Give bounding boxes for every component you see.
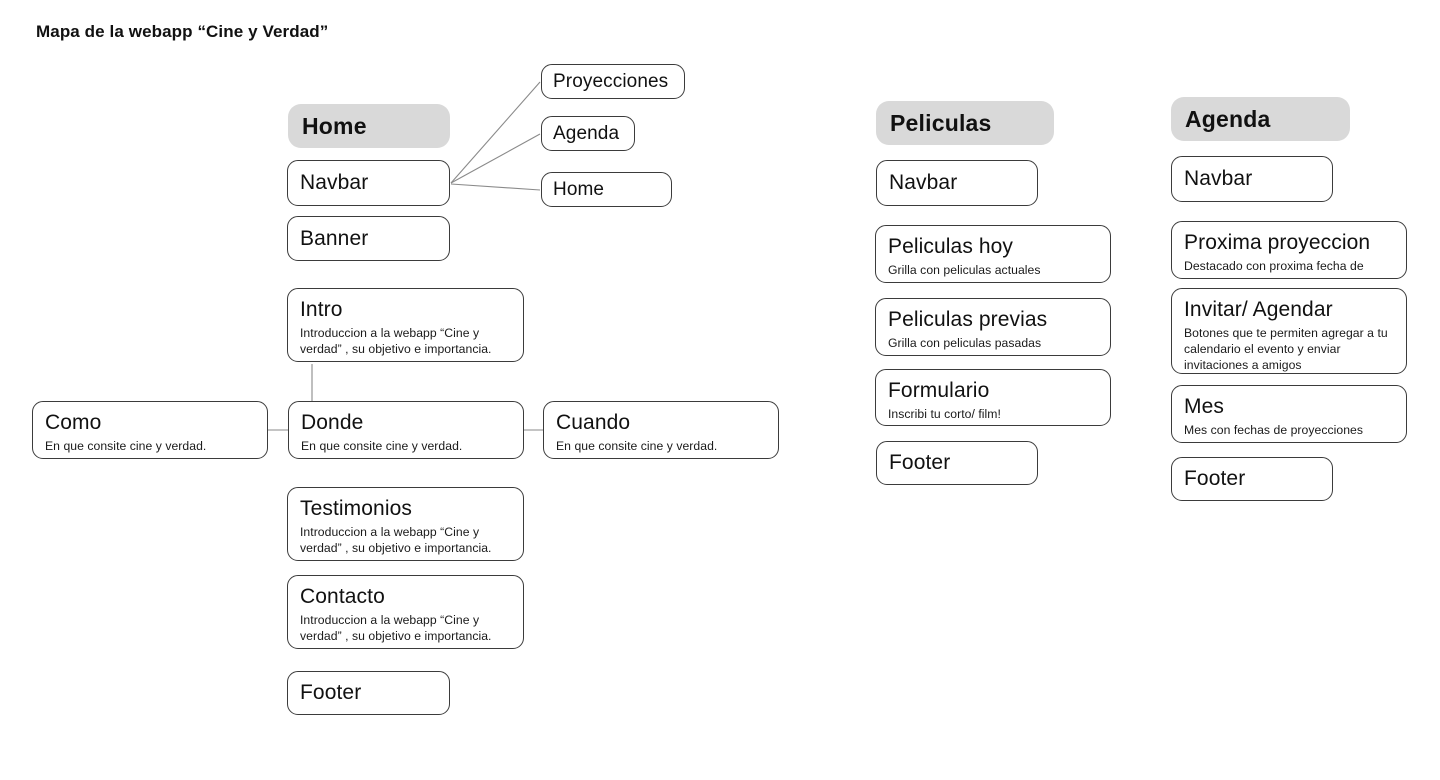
node-navlink-agenda-label: Agenda	[553, 122, 620, 144]
node-home-intro-title: Intro	[300, 298, 343, 321]
node-peliculas-formulario-title: Formulario	[888, 379, 990, 402]
node-peliculas-hoy[interactable]: Peliculas hoy Grilla con peliculas actua…	[875, 225, 1111, 283]
node-agenda-invitar-desc: Botones que te permiten agregar a tu cal…	[1184, 325, 1388, 372]
node-peliculas-previas-title: Peliculas previas	[888, 308, 1048, 331]
column-header-peliculas: Peliculas	[876, 101, 1054, 145]
node-agenda-proxima-proyeccion[interactable]: Proxima proyeccion Destacado con proxima…	[1171, 221, 1407, 279]
node-agenda-proxima-desc: Destacado con proxima fecha de	[1184, 258, 1364, 273]
node-home-contacto-desc: Introduccion a la webapp “Cine y verdad”…	[300, 612, 492, 643]
column-header-agenda-label: Agenda	[1185, 105, 1271, 132]
node-agenda-mes[interactable]: Mes Mes con fechas de proyecciones	[1171, 385, 1407, 443]
node-home-donde-title: Donde	[301, 411, 364, 434]
node-home-donde-desc: En que consite cine y verdad.	[301, 438, 463, 453]
column-header-peliculas-label: Peliculas	[890, 109, 992, 136]
node-home-cuando[interactable]: Cuando En que consite cine y verdad.	[543, 401, 779, 459]
node-agenda-navbar[interactable]: Navbar	[1171, 156, 1333, 202]
node-peliculas-formulario[interactable]: Formulario Inscribi tu corto/ film!	[875, 369, 1111, 426]
node-home-footer-title: Footer	[300, 681, 362, 705]
node-home-intro[interactable]: Intro Introduccion a la webapp “Cine y v…	[287, 288, 524, 362]
node-home-donde[interactable]: Donde En que consite cine y verdad.	[288, 401, 524, 459]
node-home-contacto[interactable]: Contacto Introduccion a la webapp “Cine …	[287, 575, 524, 649]
node-home-testimonios-desc: Introduccion a la webapp “Cine y verdad”…	[300, 524, 492, 555]
node-agenda-footer-title: Footer	[1184, 467, 1246, 491]
node-peliculas-hoy-title: Peliculas hoy	[888, 235, 1014, 258]
node-home-cuando-desc: En que consite cine y verdad.	[556, 438, 718, 453]
node-home-testimonios-title: Testimonios	[300, 497, 412, 520]
node-home-banner-title: Banner	[300, 226, 369, 250]
node-home-contacto-title: Contacto	[300, 585, 385, 608]
node-home-banner[interactable]: Banner	[287, 216, 450, 261]
node-home-como-title: Como	[45, 411, 102, 434]
node-home-navbar-title: Navbar	[300, 171, 369, 195]
column-header-agenda: Agenda	[1171, 97, 1350, 141]
node-home-cuando-title: Cuando	[556, 411, 631, 434]
node-peliculas-hoy-desc: Grilla con peliculas actuales	[888, 262, 1041, 277]
node-navlink-home-label: Home	[553, 178, 605, 200]
node-peliculas-navbar[interactable]: Navbar	[876, 160, 1038, 206]
node-agenda-mes-title: Mes	[1184, 395, 1224, 418]
node-home-intro-desc: Introduccion a la webapp “Cine y verdad”…	[300, 325, 492, 356]
node-agenda-invitar-agendar[interactable]: Invitar/ Agendar Botones que te permiten…	[1171, 288, 1407, 374]
node-peliculas-footer[interactable]: Footer	[876, 441, 1038, 485]
node-navlink-home[interactable]: Home	[541, 172, 672, 207]
node-home-como[interactable]: Como En que consite cine y verdad.	[32, 401, 268, 459]
node-peliculas-previas-desc: Grilla con peliculas pasadas	[888, 335, 1042, 350]
node-home-footer[interactable]: Footer	[287, 671, 450, 715]
node-peliculas-navbar-title: Navbar	[889, 171, 958, 195]
column-header-home-label: Home	[302, 112, 367, 139]
node-home-navbar[interactable]: Navbar	[287, 160, 450, 206]
node-peliculas-footer-title: Footer	[889, 451, 951, 475]
node-navlink-proyecciones-label: Proyecciones	[553, 70, 669, 92]
node-agenda-mes-desc: Mes con fechas de proyecciones	[1184, 422, 1363, 437]
node-agenda-invitar-title: Invitar/ Agendar	[1184, 298, 1333, 321]
column-header-home: Home	[288, 104, 450, 148]
node-home-como-desc: En que consite cine y verdad.	[45, 438, 207, 453]
node-peliculas-formulario-desc: Inscribi tu corto/ film!	[888, 406, 1001, 421]
node-agenda-footer[interactable]: Footer	[1171, 457, 1333, 501]
node-navlink-proyecciones[interactable]: Proyecciones	[541, 64, 685, 99]
node-peliculas-previas[interactable]: Peliculas previas Grilla con peliculas p…	[875, 298, 1111, 356]
page-title: Mapa de la webapp “Cine y Verdad”	[36, 22, 329, 41]
node-navlink-agenda[interactable]: Agenda	[541, 116, 635, 151]
node-agenda-proxima-title: Proxima proyeccion	[1184, 231, 1371, 254]
node-home-testimonios[interactable]: Testimonios Introduccion a la webapp “Ci…	[287, 487, 524, 561]
node-agenda-navbar-title: Navbar	[1184, 167, 1253, 191]
